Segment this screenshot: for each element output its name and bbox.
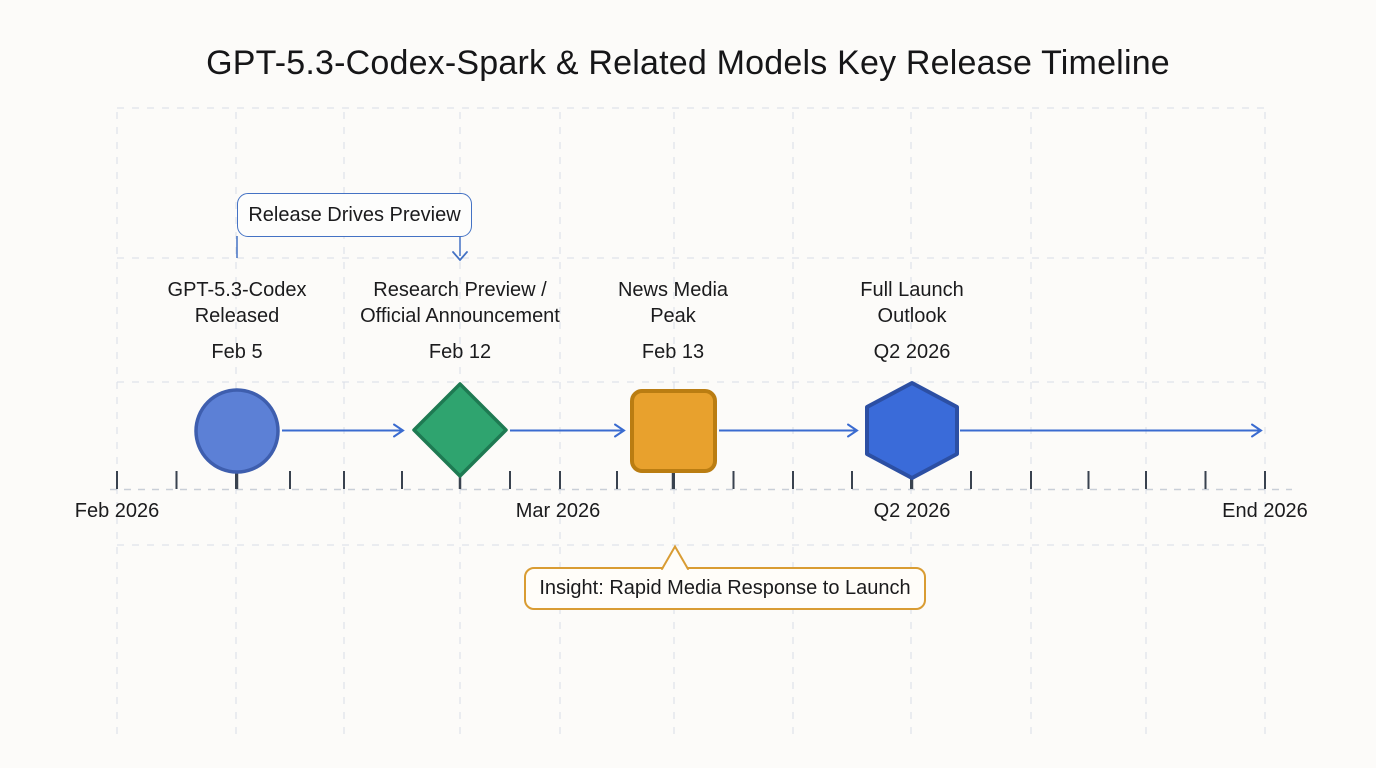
milestone-shape-square (630, 389, 717, 473)
page-title: GPT-5.3-Codex-Spark & Related Models Key… (206, 44, 1170, 82)
milestone-label-4: Full Launch Outlook Q2 2026 (782, 277, 1042, 364)
milestone-name-line: Peak (650, 305, 696, 327)
horizontal-gridlines (117, 107, 1265, 546)
milestone-shape-diamond (412, 382, 508, 478)
axis-label-q2-2026: Q2 2026 (873, 500, 951, 522)
axis-label-feb-2026: Feb 2026 (74, 500, 160, 522)
milestone-name-line: GPT-5.3-Codex (167, 279, 307, 301)
milestone-date: Feb 5 (211, 341, 263, 363)
milestone-label-2: Research Preview / Official Announcement… (330, 277, 590, 364)
milestone-name-line: Full Launch (860, 279, 964, 301)
milestone-name: Full Launch Outlook (782, 277, 1042, 329)
callout-bottom-text: Insight: Rapid Media Response to Launch (539, 577, 911, 599)
callout-insight: Insight: Rapid Media Response to Launch (524, 567, 926, 610)
milestone-name-line: News Media (617, 279, 729, 301)
milestone-date: Q2 2026 (873, 341, 951, 363)
milestone-label-3: News Media Peak Feb 13 (543, 277, 803, 364)
axis-ticks (116, 471, 1266, 489)
milestone-name: GPT-5.3-Codex Released (107, 277, 367, 329)
milestone-name-line: Outlook (877, 305, 947, 327)
callout-top-arrowhead-icon (452, 251, 468, 262)
axis-label-mar-2026: Mar 2026 (515, 500, 601, 522)
milestone-label-1: GPT-5.3-Codex Released Feb 5 (107, 277, 367, 364)
callout-release-drives-preview: Release Drives Preview (237, 193, 472, 237)
callout-top-text: Release Drives Preview (248, 203, 461, 226)
milestone-name-line: Released (194, 305, 280, 327)
callout-caret-icon (661, 544, 689, 571)
milestone-shape-circle (194, 388, 280, 474)
milestone-date: Feb 13 (641, 341, 705, 363)
milestone-name-line: Official Announcement (360, 305, 560, 327)
axis-label-end-2026: End 2026 (1222, 500, 1308, 522)
milestone-name-line: Research Preview / (373, 279, 547, 301)
milestone-name: Research Preview / Official Announcement (330, 277, 590, 329)
milestone-shape-hexagon (865, 381, 959, 480)
milestone-name: News Media Peak (543, 277, 803, 329)
milestone-date: Feb 12 (428, 341, 492, 363)
